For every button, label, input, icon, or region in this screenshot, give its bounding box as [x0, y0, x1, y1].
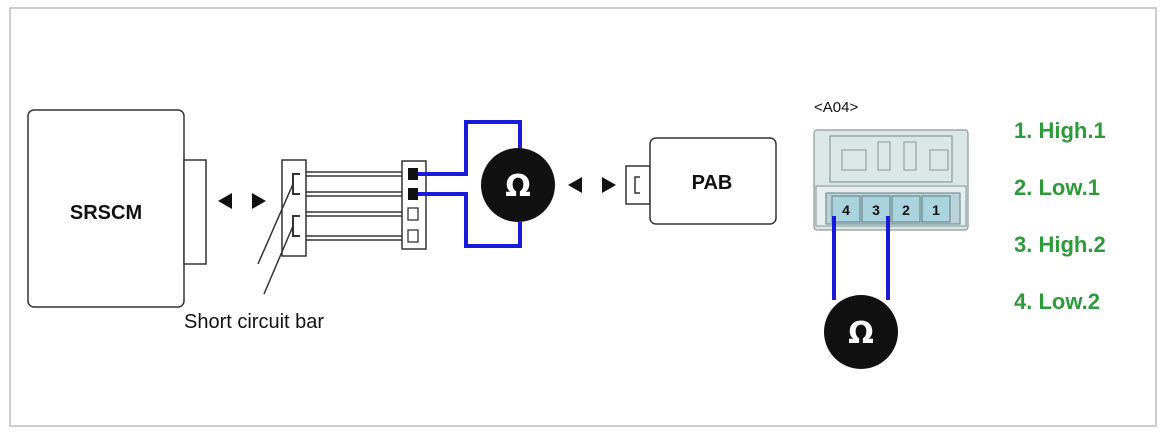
- pin-1: [921, 195, 951, 223]
- ohmmeter-1: Ω: [481, 148, 555, 222]
- legend-item: 1. High.1: [1014, 118, 1106, 143]
- legend-item: 4. Low.2: [1014, 289, 1100, 314]
- right-double-arrow-icon: [568, 177, 616, 193]
- srscm-module: SRSCM: [27, 109, 207, 308]
- pab-label: PAB: [692, 172, 733, 194]
- short-circuit-bar-connector: [257, 159, 307, 295]
- pab-box: [649, 137, 777, 225]
- srscm-label: SRSCM: [70, 202, 142, 224]
- pin-legend: 1. High.1 2. Low.1 3. High.2 4. Low.2: [1014, 118, 1106, 314]
- ohm-icon: Ω: [848, 316, 874, 351]
- pin-4: [831, 195, 861, 223]
- short-circuit-bar-label: Short circuit bar: [184, 311, 324, 333]
- pin-label-4: 4: [842, 202, 850, 218]
- harness-wires: [306, 171, 404, 241]
- middle-connector: [401, 160, 427, 250]
- pin-label-1: 1: [932, 202, 940, 218]
- connector-id: <A04>: [814, 99, 858, 116]
- probe-wires-1: [418, 120, 522, 248]
- pab-module: PAB: [625, 137, 777, 225]
- srscm-connector: [183, 159, 207, 265]
- pin-label-2: 2: [902, 202, 910, 218]
- ohmmeter-2: Ω: [824, 295, 898, 369]
- ohm-icon: Ω: [505, 169, 531, 204]
- pin-2: [891, 195, 921, 223]
- pin-3: [861, 195, 891, 223]
- left-double-arrow-icon: [218, 193, 266, 209]
- a04-connector: 4 3 2 1: [813, 129, 969, 231]
- pin-label-3: 3: [872, 202, 880, 218]
- probe-wires-2: [832, 216, 890, 300]
- pab-connector: [625, 165, 651, 205]
- legend-item: 2. Low.1: [1014, 175, 1100, 200]
- legend-item: 3. High.2: [1014, 232, 1106, 257]
